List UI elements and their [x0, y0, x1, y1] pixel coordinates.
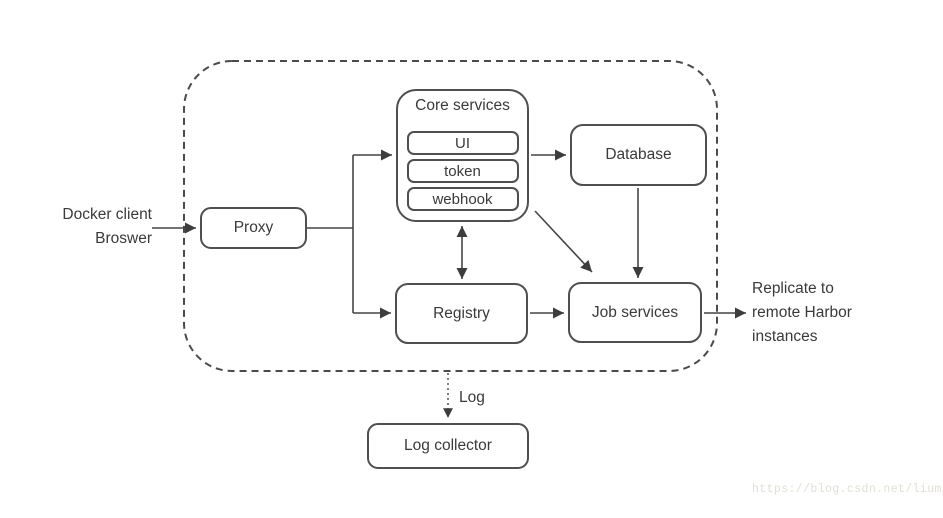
- node-proxy-label: Proxy: [233, 219, 274, 236]
- node-ui: UI: [406, 131, 519, 155]
- docker-client-label-line2: Broswer: [95, 230, 152, 247]
- replicate-annotation-line3: instances: [752, 328, 818, 345]
- node-core-services-label: Core services: [415, 97, 510, 114]
- node-token: token: [406, 159, 519, 183]
- node-proxy: Proxy: [200, 207, 307, 249]
- line-proxy-branch: [307, 155, 354, 313]
- node-database-label: Database: [605, 146, 672, 163]
- node-token-label: token: [444, 162, 481, 180]
- replicate-annotation: Replicate to remote Harbor instances: [752, 277, 892, 349]
- csdn-watermark: https://blog.csdn.net/liumia: [752, 483, 943, 496]
- node-core-services: Core services UI token webhook: [396, 89, 529, 222]
- node-registry-label: Registry: [433, 304, 490, 322]
- replicate-annotation-line1: Replicate to: [752, 280, 834, 297]
- node-job-services: Job services: [568, 282, 702, 343]
- replicate-annotation-line2: remote Harbor: [752, 304, 852, 321]
- log-annotation: Log: [459, 389, 485, 406]
- node-ui-label: UI: [455, 134, 470, 152]
- node-webhook: webhook: [406, 187, 519, 211]
- docker-client-label: Docker client Broswer: [28, 203, 152, 251]
- node-registry: Registry: [395, 283, 528, 344]
- node-webhook-label: webhook: [432, 190, 493, 208]
- node-database: Database: [570, 124, 707, 186]
- node-job-services-label: Job services: [591, 303, 679, 321]
- harbor-boundary-dashed-box: [183, 60, 718, 372]
- arrow-core-services-to-job-services: [534, 210, 593, 273]
- node-log-collector-label: Log collector: [404, 437, 492, 454]
- node-log-collector: Log collector: [367, 423, 529, 469]
- docker-client-label-line1: Docker client: [62, 206, 152, 223]
